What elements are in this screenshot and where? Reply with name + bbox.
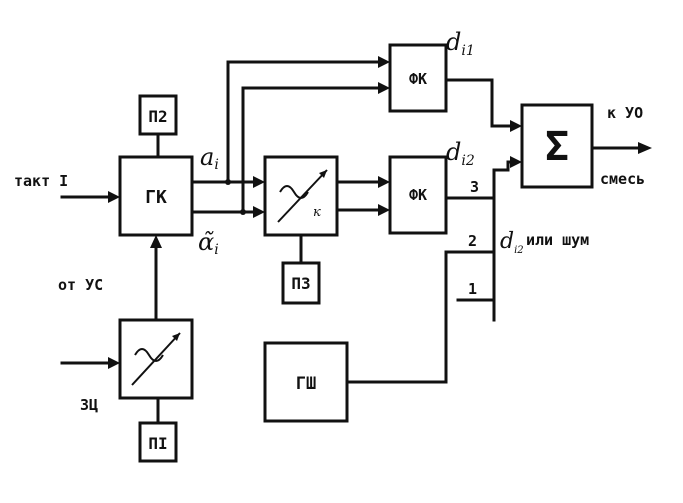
label-zts: ЗЦ (80, 396, 98, 414)
block-p1-label: ПI (148, 434, 167, 453)
symbol-a-i: ai (200, 143, 219, 173)
arrow-kappa-fk1 (378, 176, 390, 188)
block-fk-top-label: ФК (409, 70, 427, 88)
phase-shifter-icon (131, 332, 181, 386)
block-fk-bottom (388, 155, 448, 235)
block-gsh-label: ГШ (296, 374, 316, 394)
label-k-uo: к УО (607, 104, 643, 122)
symbol-d-i2: di2 (446, 138, 475, 169)
wire-gsh-switch (345, 250, 460, 384)
label-num2: 2 (468, 232, 477, 250)
block-sum-label: Σ (545, 124, 569, 170)
symbol-d-i1: di1 (446, 28, 475, 59)
arrow-fk-top-2 (378, 82, 390, 94)
arrow-kappa-fk2 (378, 204, 390, 216)
arrow-sum-2 (510, 156, 522, 168)
wire-ai-fk-top (226, 60, 384, 184)
label-takt: такт I (14, 172, 68, 190)
arrow-ai-shifter (253, 176, 265, 188)
arrow-atilde-shifter (253, 206, 265, 218)
block-fk-top (388, 43, 448, 113)
block-gsh (263, 341, 349, 423)
label-noise: или шум (526, 231, 589, 249)
wire-fk-top-sum (444, 78, 516, 128)
block-p3-label: ПЗ (291, 274, 310, 293)
arrow-shifter-gk (150, 235, 162, 248)
arrow-takt (108, 191, 120, 203)
junction-ai (225, 179, 231, 185)
block-sum (520, 103, 594, 189)
arrow-fk-top-1 (378, 56, 390, 68)
label-ot-us: от УС (58, 276, 103, 294)
block-phase-shifter-kappa (263, 155, 339, 237)
phase-shifter-kappa-icon (277, 169, 328, 223)
arrow-sum-1 (510, 120, 522, 132)
label-num3: 3 (470, 178, 479, 196)
arrow-zts (108, 357, 120, 369)
wire-atilde-fk-top (241, 86, 384, 214)
block-p2-label: П2 (148, 107, 167, 126)
arrow-out (638, 142, 652, 154)
junction-atilde (240, 209, 246, 215)
block-fk-bottom-label: ФК (409, 186, 427, 204)
block-gk-label: ГК (145, 187, 167, 208)
label-smes: смесь (600, 170, 645, 188)
symbol-d-i2-noise: di2 (500, 229, 524, 256)
label-num1: 1 (468, 280, 477, 298)
kappa-subscript: к (313, 205, 321, 220)
symbol-a-tilde-i: α̃i (198, 228, 219, 258)
